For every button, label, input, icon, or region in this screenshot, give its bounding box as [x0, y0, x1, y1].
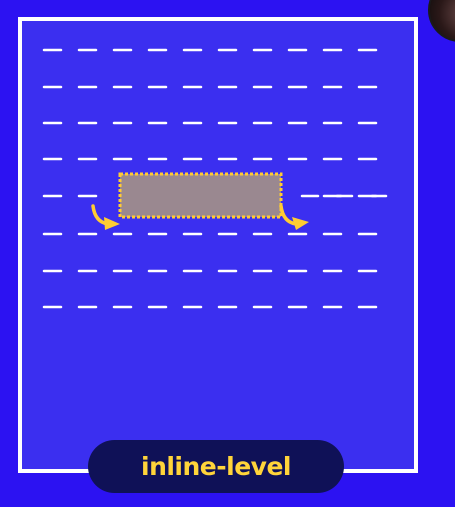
label-text: inline-level	[141, 452, 291, 481]
container-frame	[18, 17, 418, 473]
inline-level-box	[118, 172, 283, 219]
curved-arrow-left-icon	[91, 204, 120, 230]
curved-arrow-right-icon	[279, 204, 309, 230]
label-pill: inline-level	[88, 440, 344, 493]
text-lines	[42, 48, 388, 309]
